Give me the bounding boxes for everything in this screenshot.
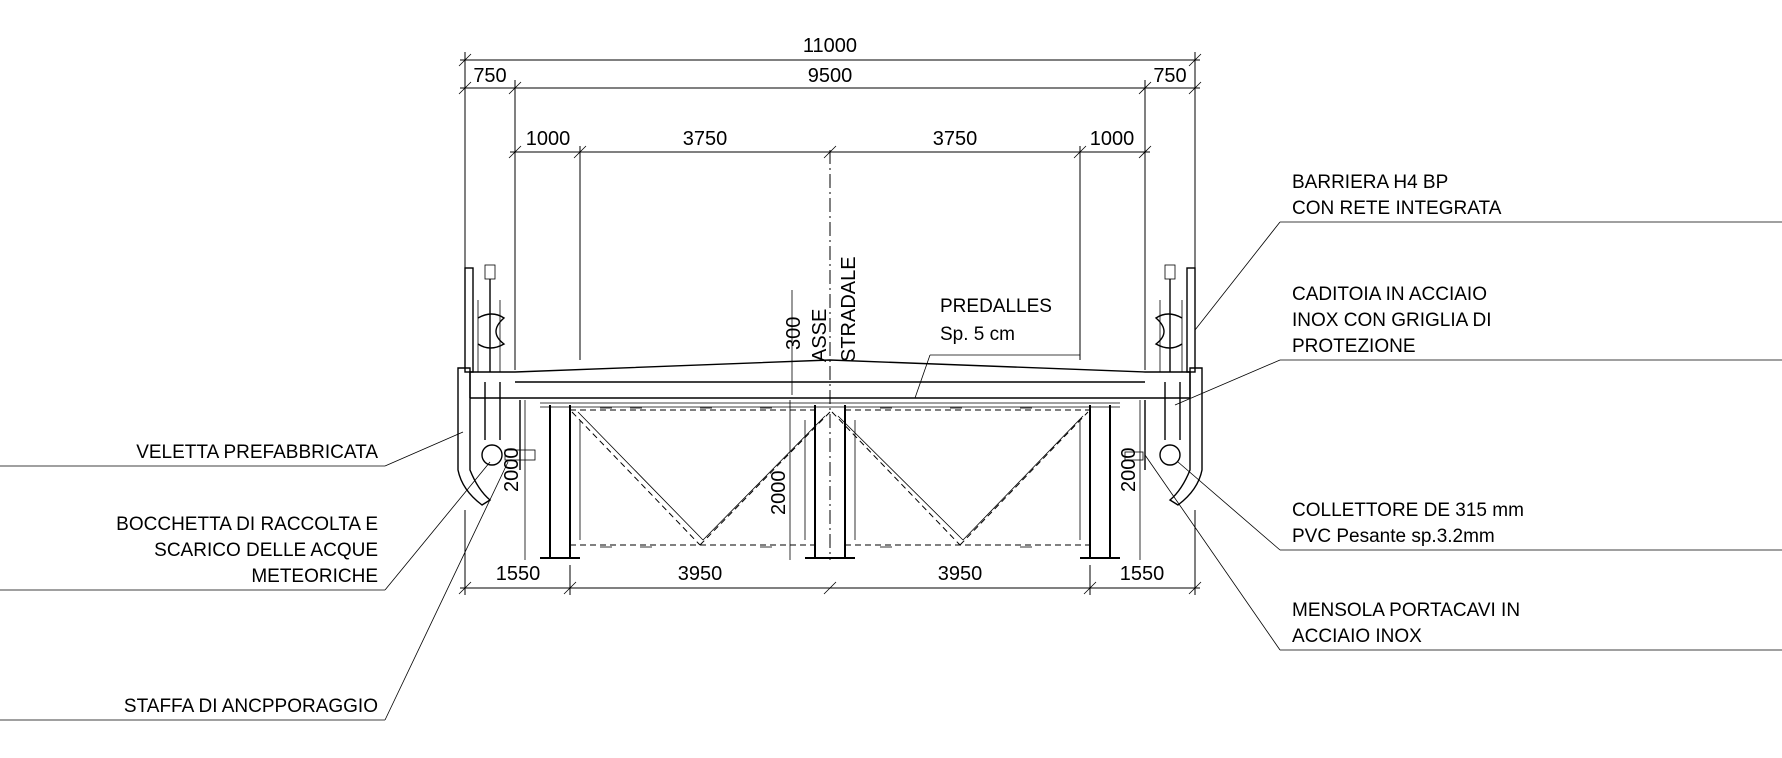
collettore-line2: PVC Pesante sp.3.2mm xyxy=(1292,526,1495,547)
left-barrier xyxy=(464,264,506,373)
road-axis: ASSE STRADALE 300 xyxy=(783,150,860,560)
staffa-label: STAFFA DI ANCPPORAGGIO xyxy=(124,696,378,717)
caditoia-line3: PROTEZIONE xyxy=(1292,336,1416,357)
right-barrier xyxy=(1154,264,1196,373)
veletta-label: VELETTA PREFABBRICATA xyxy=(136,442,378,463)
caditoia-line2: INOX CON GRIGLIA DI xyxy=(1292,310,1492,331)
bolt-marks xyxy=(600,407,1032,548)
axis-label-line2: STRADALE xyxy=(838,256,860,362)
dim-depth-left: 2000 xyxy=(501,448,523,493)
dim-bottom-right-bay: 3950 xyxy=(938,563,983,585)
depth-dimensions: 2000 2000 2000 xyxy=(501,400,1141,560)
dim-right-kerb: 750 xyxy=(1153,65,1186,87)
callout-barriera: BARRIERA H4 BP CON RETE INTEGRATA xyxy=(1194,172,1782,331)
right-fascia xyxy=(1168,367,1203,506)
dim-carriageway: 9500 xyxy=(808,65,853,87)
dim-crossfall: 300 xyxy=(783,317,805,350)
dim-depth-center: 2000 xyxy=(768,471,790,516)
dim-left-shoulder: 1000 xyxy=(526,128,571,150)
caditoia-line1: CADITOIA IN ACCIAIO xyxy=(1292,284,1487,305)
dim-bottom-left-overhang: 1550 xyxy=(496,563,541,585)
bocchetta-line2: SCARICO DELLE ACQUE xyxy=(154,540,378,561)
left-drain xyxy=(481,382,536,470)
callout-bocchetta: BOCCHETTA DI RACCOLTA E SCARICO DELLE AC… xyxy=(0,461,491,591)
predalles-line2: Sp. 5 cm xyxy=(940,324,1015,345)
top-dimension-values: 11000 750 9500 750 1000 3750 3750 1000 xyxy=(473,35,1186,150)
cross-bracing xyxy=(570,409,1090,546)
right-drain xyxy=(1124,382,1181,470)
steel-girders xyxy=(540,405,1120,559)
predalles-label: PREDALLES Sp. 5 cm xyxy=(940,296,1052,345)
mensola-line2: ACCIAIO INOX xyxy=(1292,626,1422,647)
callout-staffa: STAFFA DI ANCPPORAGGIO xyxy=(0,461,509,721)
axis-label-line1: ASSE xyxy=(809,309,831,362)
barriera-line2: CON RETE INTEGRATA xyxy=(1292,198,1502,219)
callout-mensola: MENSOLA PORTACAVI IN ACCIAIO INOX xyxy=(1144,454,1782,651)
bocchetta-line1: BOCCHETTA DI RACCOLTA E xyxy=(116,514,378,535)
collettore-line1: COLLETTORE DE 315 mm xyxy=(1292,500,1524,521)
dim-bottom-left-bay: 3950 xyxy=(678,563,723,585)
dim-depth-right: 2000 xyxy=(1118,448,1140,493)
predalles-line1: PREDALLES xyxy=(940,296,1052,317)
bottom-dimension-values: 1550 3950 3950 1550 xyxy=(496,563,1165,585)
callout-collettore: COLLETTORE DE 315 mm PVC Pesante sp.3.2m… xyxy=(1177,461,1782,551)
bottom-dimension-lines xyxy=(458,510,1202,595)
dim-bottom-right-overhang: 1550 xyxy=(1120,563,1165,585)
bocchetta-line3: METEORICHE xyxy=(251,566,378,587)
dim-left-lane: 3750 xyxy=(683,128,728,150)
dim-total-width: 11000 xyxy=(803,35,857,57)
dim-right-lane: 3750 xyxy=(933,128,978,150)
mensola-line1: MENSOLA PORTACAVI IN xyxy=(1292,600,1520,621)
barriera-line1: BARRIERA H4 BP xyxy=(1292,172,1448,193)
callout-veletta: VELETTA PREFABBRICATA xyxy=(0,431,464,467)
dim-left-kerb: 750 xyxy=(473,65,506,87)
dim-right-shoulder: 1000 xyxy=(1090,128,1135,150)
callout-caditoia: CADITOIA IN ACCIAIO INOX CON GRIGLIA DI … xyxy=(1174,284,1782,406)
